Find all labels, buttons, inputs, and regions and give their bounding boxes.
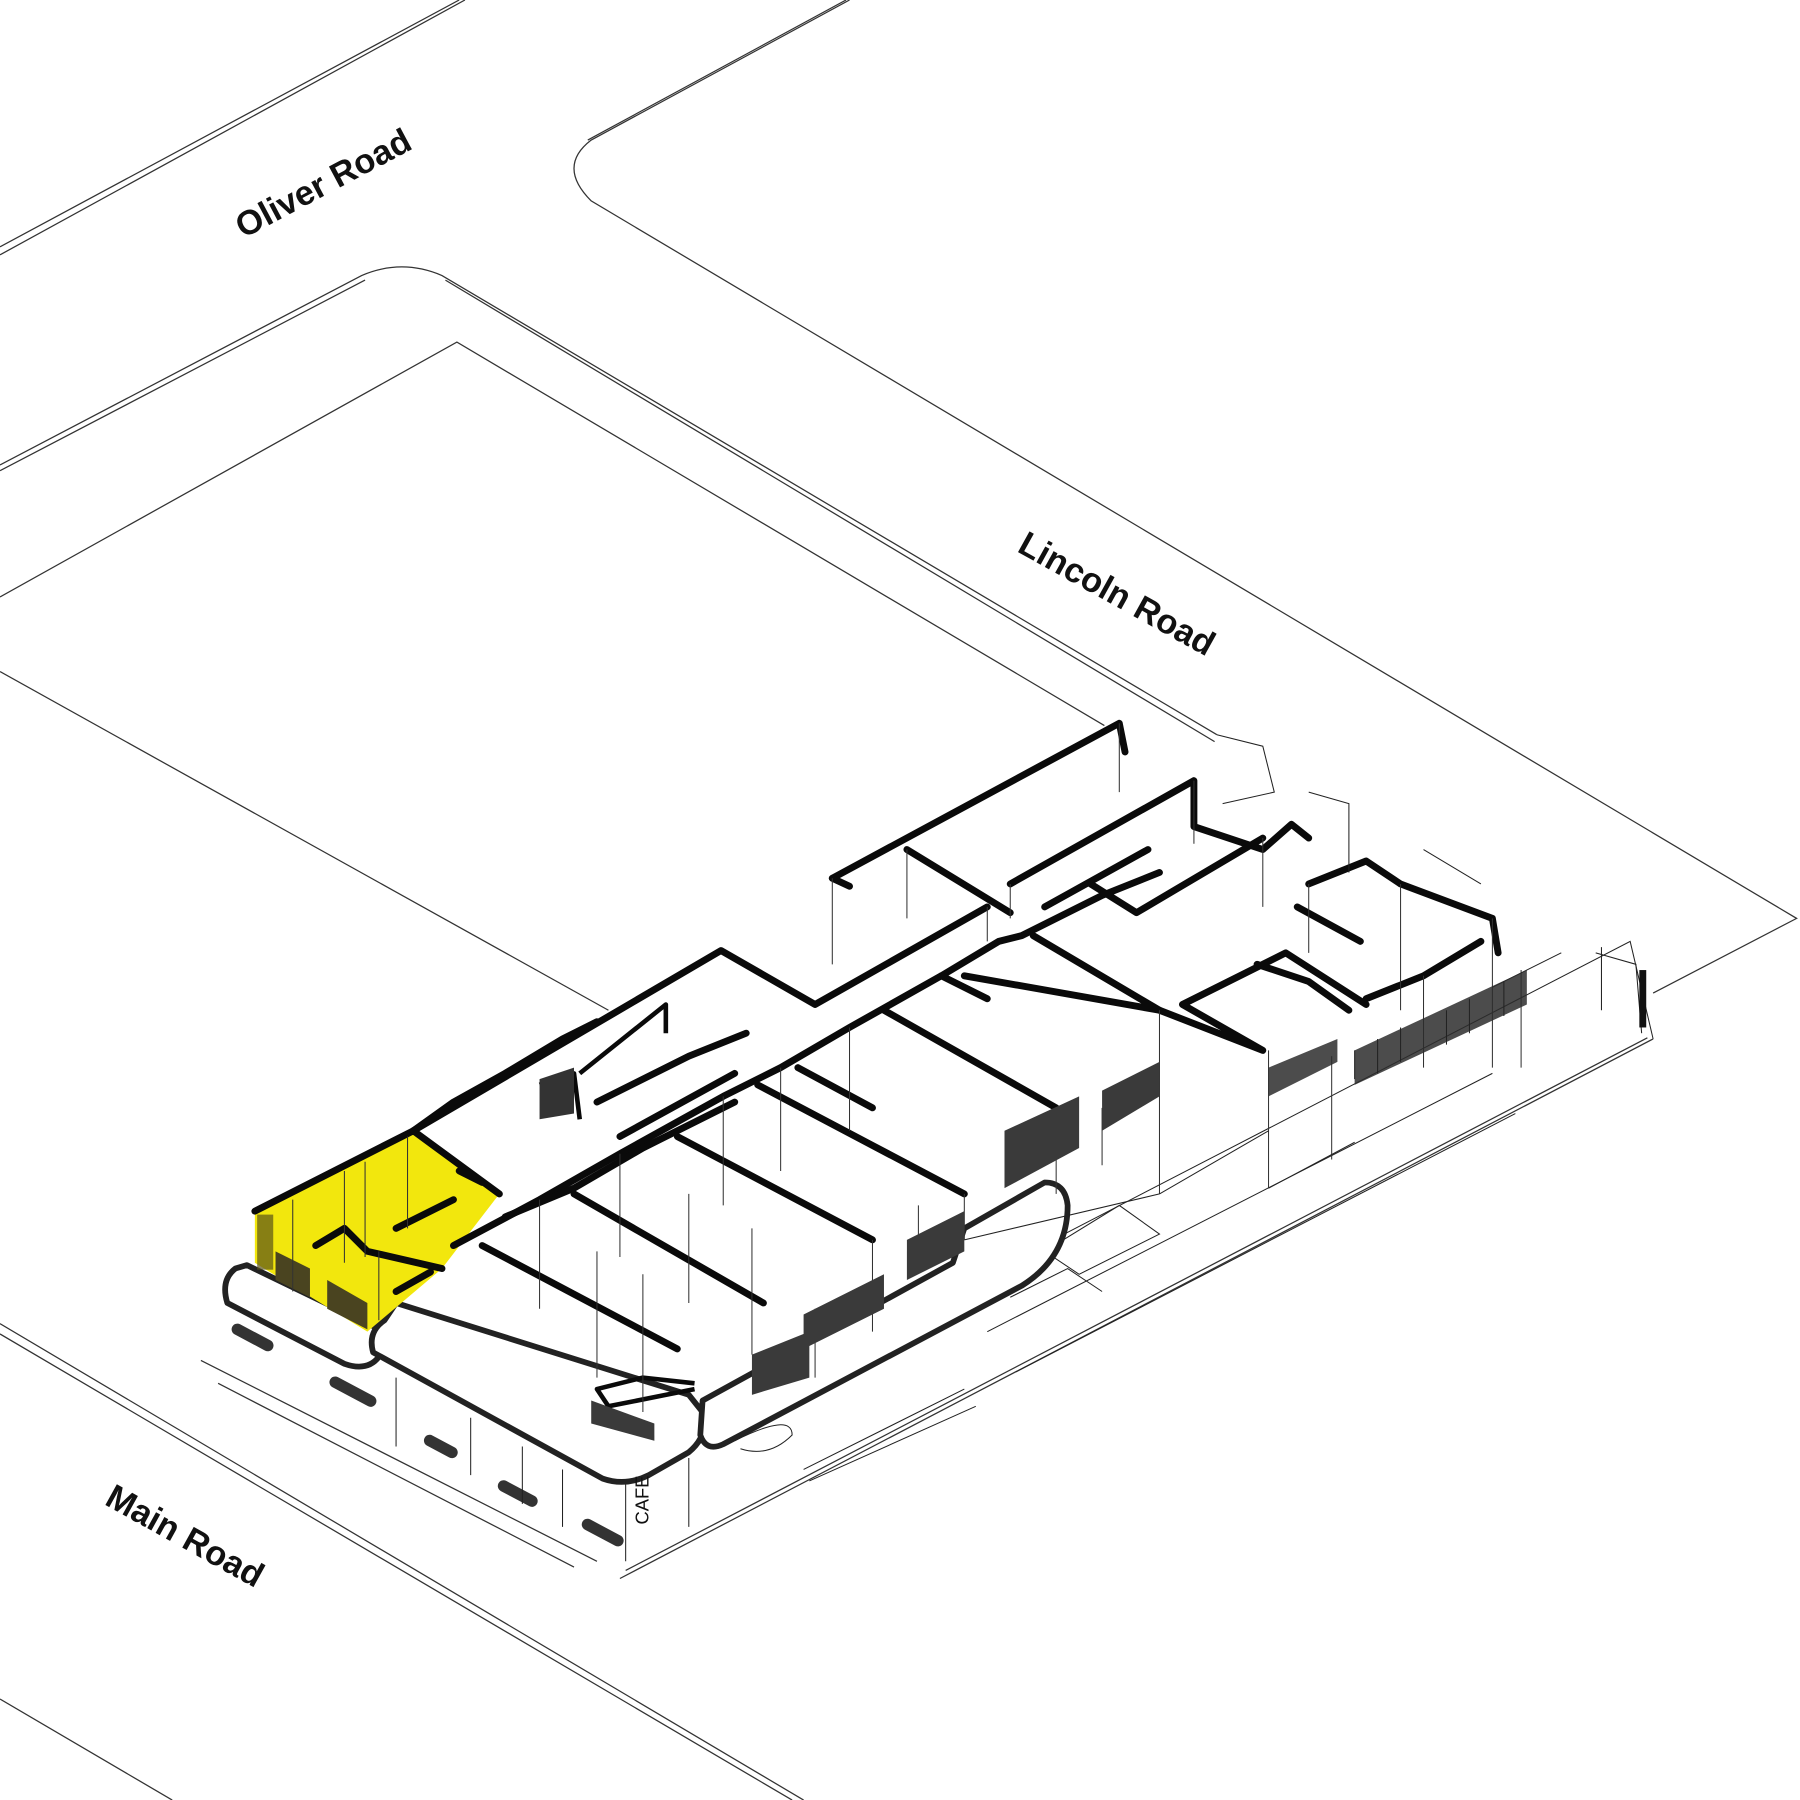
planters xyxy=(231,1323,690,1562)
street-label-lincoln-road: Lincoln Road xyxy=(1012,525,1221,664)
street-label-oliver-road: Oliver Road xyxy=(229,122,417,246)
building-walls xyxy=(409,719,1502,1409)
gate-panel xyxy=(1639,970,1647,1028)
ground-level xyxy=(734,940,1654,1482)
building-edges xyxy=(539,723,1562,1413)
balconies xyxy=(539,970,1527,1441)
cafe-sign: CAFE xyxy=(632,1476,653,1525)
street-label-main-road: Main Road xyxy=(99,1478,270,1596)
